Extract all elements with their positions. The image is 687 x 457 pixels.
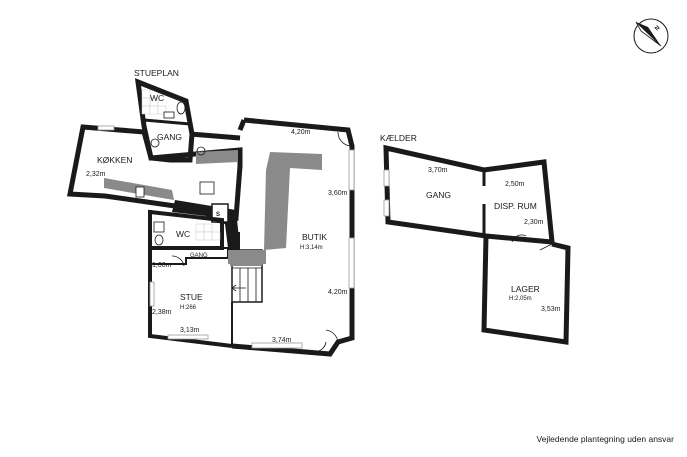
room-label-butik: BUTIK <box>302 232 327 242</box>
stove-icon <box>150 138 206 156</box>
room-label-stue: STUE <box>180 292 203 302</box>
room-label-wc-mid: WC <box>176 229 190 239</box>
dim-kokken-side: 2,32m <box>86 171 106 178</box>
dim-butik-right-lower: 4,20m <box>328 289 348 296</box>
room-height-butik: H:3,14m <box>300 245 323 251</box>
dim-butik-right-upper: 3,60m <box>328 190 348 197</box>
dim-disp-side: 2,30m <box>524 219 544 226</box>
dim-stue-side: 2,38m <box>152 309 172 316</box>
room-label-disp: DISP. RUM <box>494 201 537 211</box>
room-height-stue: H:266 <box>180 305 197 311</box>
floor-title-basement: KÆLDER <box>380 133 417 143</box>
room-label-lager: LAGER <box>511 284 540 294</box>
dim-stue-bottom: 3,13m <box>180 327 200 334</box>
room-label-kokken: KØKKEN <box>97 155 132 165</box>
floor-title-ground: STUEPLAN <box>134 68 179 78</box>
room-label-basement-gang: GANG <box>426 190 451 200</box>
room-label-gang-top: GANG <box>157 132 182 142</box>
basement-plan <box>383 144 571 345</box>
room-label-gang-small: GANG <box>190 253 208 259</box>
room-height-lager: H:2,05m <box>509 296 532 302</box>
room-label-storage-s: S <box>216 212 220 218</box>
sink-icon <box>199 181 215 195</box>
dim-basement-gang-top: 3,70m <box>428 167 448 174</box>
dim-butik-bottom: 3,74m <box>272 337 292 344</box>
compass-letter: N <box>654 25 661 32</box>
dim-butik-top: 4,20m <box>291 129 311 136</box>
compass-icon: N <box>633 18 669 54</box>
ground-floor-plan <box>67 78 355 357</box>
dim-lager-side: 3,53m <box>541 306 561 313</box>
room-label-wc-top: WC <box>150 93 164 103</box>
dim-gang-width: 1,00m <box>152 262 172 269</box>
dim-disp-top: 2,50m <box>505 181 525 188</box>
disclaimer-text: Vejledende plantegning uden ansvar <box>536 434 674 444</box>
